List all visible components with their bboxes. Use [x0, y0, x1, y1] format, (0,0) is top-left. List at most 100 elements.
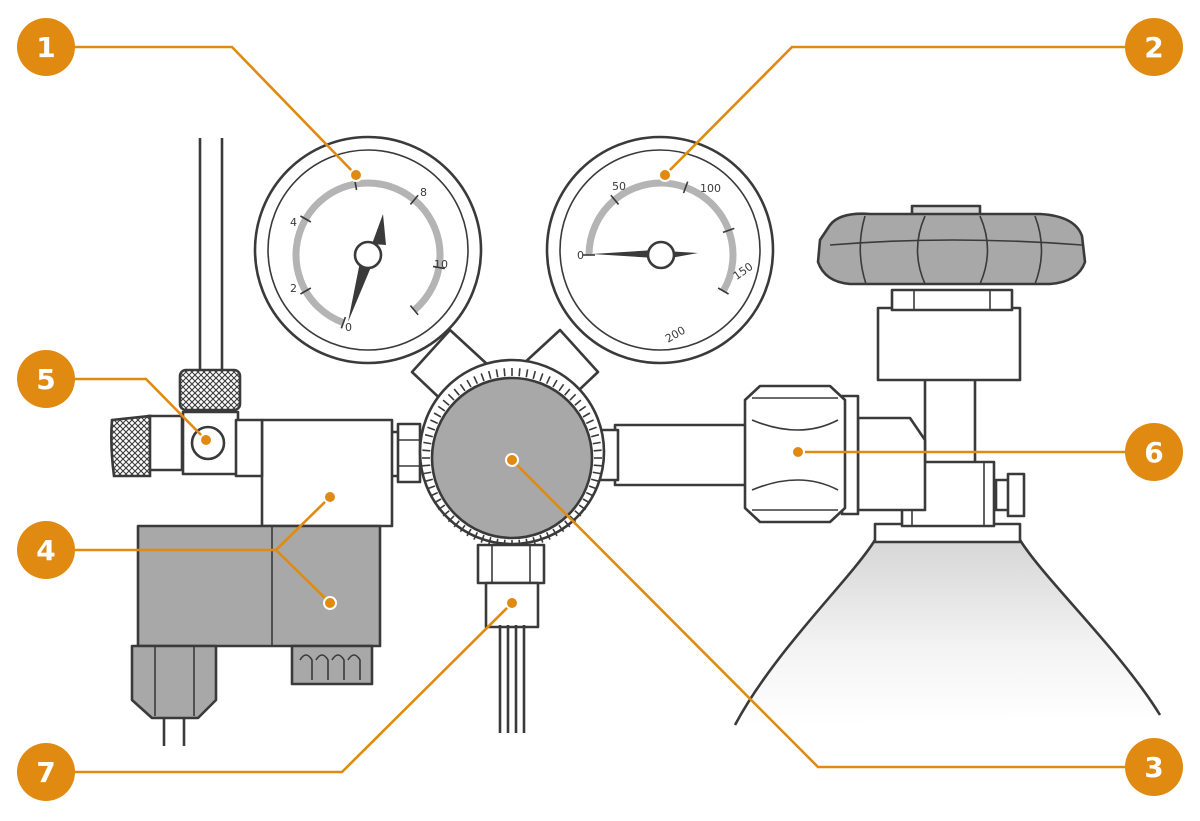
dial-tooth: [466, 379, 472, 388]
dial-tooth: [590, 478, 600, 483]
dial-tooth: [427, 485, 436, 490]
cylinder-gauge-label-50: 50: [612, 180, 626, 193]
dial-tooth: [422, 449, 431, 452]
working-gauge-needle-tail: [372, 214, 386, 245]
dial-tooth: [518, 368, 521, 377]
callout-badge-2: 2: [1125, 18, 1183, 76]
g1ticks-tick-4: [409, 194, 419, 205]
callout-badge-4: 4: [17, 521, 75, 579]
dial-tooth: [487, 536, 492, 546]
cylinder-pressure-gauge: 0 50 100 150 200: [545, 135, 775, 365]
dial-tooth: [592, 441, 601, 445]
pressure-adjust-dial: [418, 358, 620, 548]
dial-tooth: [480, 373, 485, 382]
working-pressure-gauge: 0 2 4 8 10: [253, 135, 483, 365]
dial-tooth: [558, 524, 565, 533]
dial-tooth: [558, 383, 565, 392]
callout-dots: [199, 168, 805, 610]
dial-tooth: [453, 520, 460, 528]
leader-5: [46, 377, 207, 441]
dial-tooth: [453, 388, 460, 396]
working-gauge-label-10: 10: [434, 258, 448, 271]
connector-nut: [613, 384, 860, 524]
dial-tooth: [423, 441, 432, 445]
dial-tooth: [582, 498, 591, 504]
callout-badge-1: 1: [17, 18, 75, 76]
dial-tooth: [564, 388, 571, 396]
callout-number-1: 1: [36, 31, 55, 64]
dial-tooth: [459, 383, 466, 392]
bottom-fitting: [476, 543, 546, 733]
dial-tooth: [480, 534, 485, 543]
cylinder-valve: [856, 288, 1026, 528]
working-gauge-needle: [348, 252, 376, 322]
working-gauge-label-2: 2: [290, 282, 297, 295]
working-gauge-label-0: 0: [345, 321, 352, 334]
dial-tooth: [473, 376, 479, 385]
handwheel-icon: [816, 204, 1087, 286]
dial-tooth: [473, 531, 479, 540]
cylinder-gauge-needle: [592, 250, 655, 258]
dial-tooth: [430, 419, 439, 425]
leader-7: [46, 602, 513, 774]
g2ticks-tick-2: [682, 181, 689, 194]
dial-tooth: [433, 412, 442, 418]
dial-tooth: [564, 520, 571, 528]
dial-tooth: [574, 510, 582, 517]
dial-tooth: [447, 515, 455, 523]
dial-tooth: [585, 419, 594, 425]
leader-2: [664, 45, 1154, 176]
dial-tooth: [532, 370, 537, 380]
dial-tooth: [495, 369, 499, 378]
dial-tooth: [423, 471, 432, 475]
dial-tooth: [582, 412, 591, 418]
dial-tooth: [569, 393, 577, 401]
leader-3: [511, 459, 1154, 769]
callout-leaders: [46, 45, 1154, 774]
dial-tooth: [588, 485, 597, 490]
callout-number-7: 7: [36, 756, 55, 789]
dial-tooth: [588, 426, 597, 431]
dial-tooth: [592, 471, 601, 475]
callout-badge-3: 3: [1125, 738, 1183, 796]
callout-number-4: 4: [36, 534, 55, 567]
dial-tooth: [437, 405, 446, 412]
dial-tooth: [442, 399, 450, 406]
dial-tooth: [466, 528, 472, 537]
cylinder-gauge-label-0: 0: [577, 249, 584, 262]
callout-number-3: 3: [1144, 751, 1163, 784]
needle-valve-block: [110, 138, 422, 528]
dial-tooth: [539, 534, 544, 543]
g1ticks-tick-1: [300, 287, 312, 295]
g1ticks-tick-5: [432, 265, 445, 270]
leader-4b: [275, 549, 331, 604]
dial-tooth: [578, 405, 587, 412]
g1ticks-tick-2: [300, 215, 312, 223]
dial-tooth: [590, 433, 600, 438]
dial-tooth: [487, 370, 492, 380]
g2ticks-tick-3: [722, 227, 735, 234]
solenoid-coil: [130, 524, 382, 746]
dial-tooth: [539, 373, 544, 382]
dial-tooth: [459, 524, 466, 533]
leader-1: [46, 45, 357, 176]
callout-badge-6: 6: [1125, 423, 1183, 481]
dial-tooth: [585, 491, 594, 497]
dial-tooth: [545, 531, 551, 540]
dial-tooth: [552, 379, 558, 388]
g1ticks-tick-6: [409, 305, 419, 316]
g1ticks-tick-0: [340, 316, 347, 329]
dial-tooth: [422, 464, 431, 467]
callout-number-6: 6: [1144, 436, 1163, 469]
dial-tooth: [574, 399, 582, 406]
callout-badge-7: 7: [17, 743, 75, 801]
working-gauge-label-8: 8: [420, 186, 427, 199]
cylinder-gauge-label-100: 100: [700, 182, 721, 195]
g2ticks-tick-4: [717, 287, 729, 295]
dial-tooth: [525, 369, 529, 378]
dial-tooth: [424, 478, 434, 483]
dial-tooth: [447, 393, 455, 401]
g2ticks-tick-1: [610, 194, 620, 205]
